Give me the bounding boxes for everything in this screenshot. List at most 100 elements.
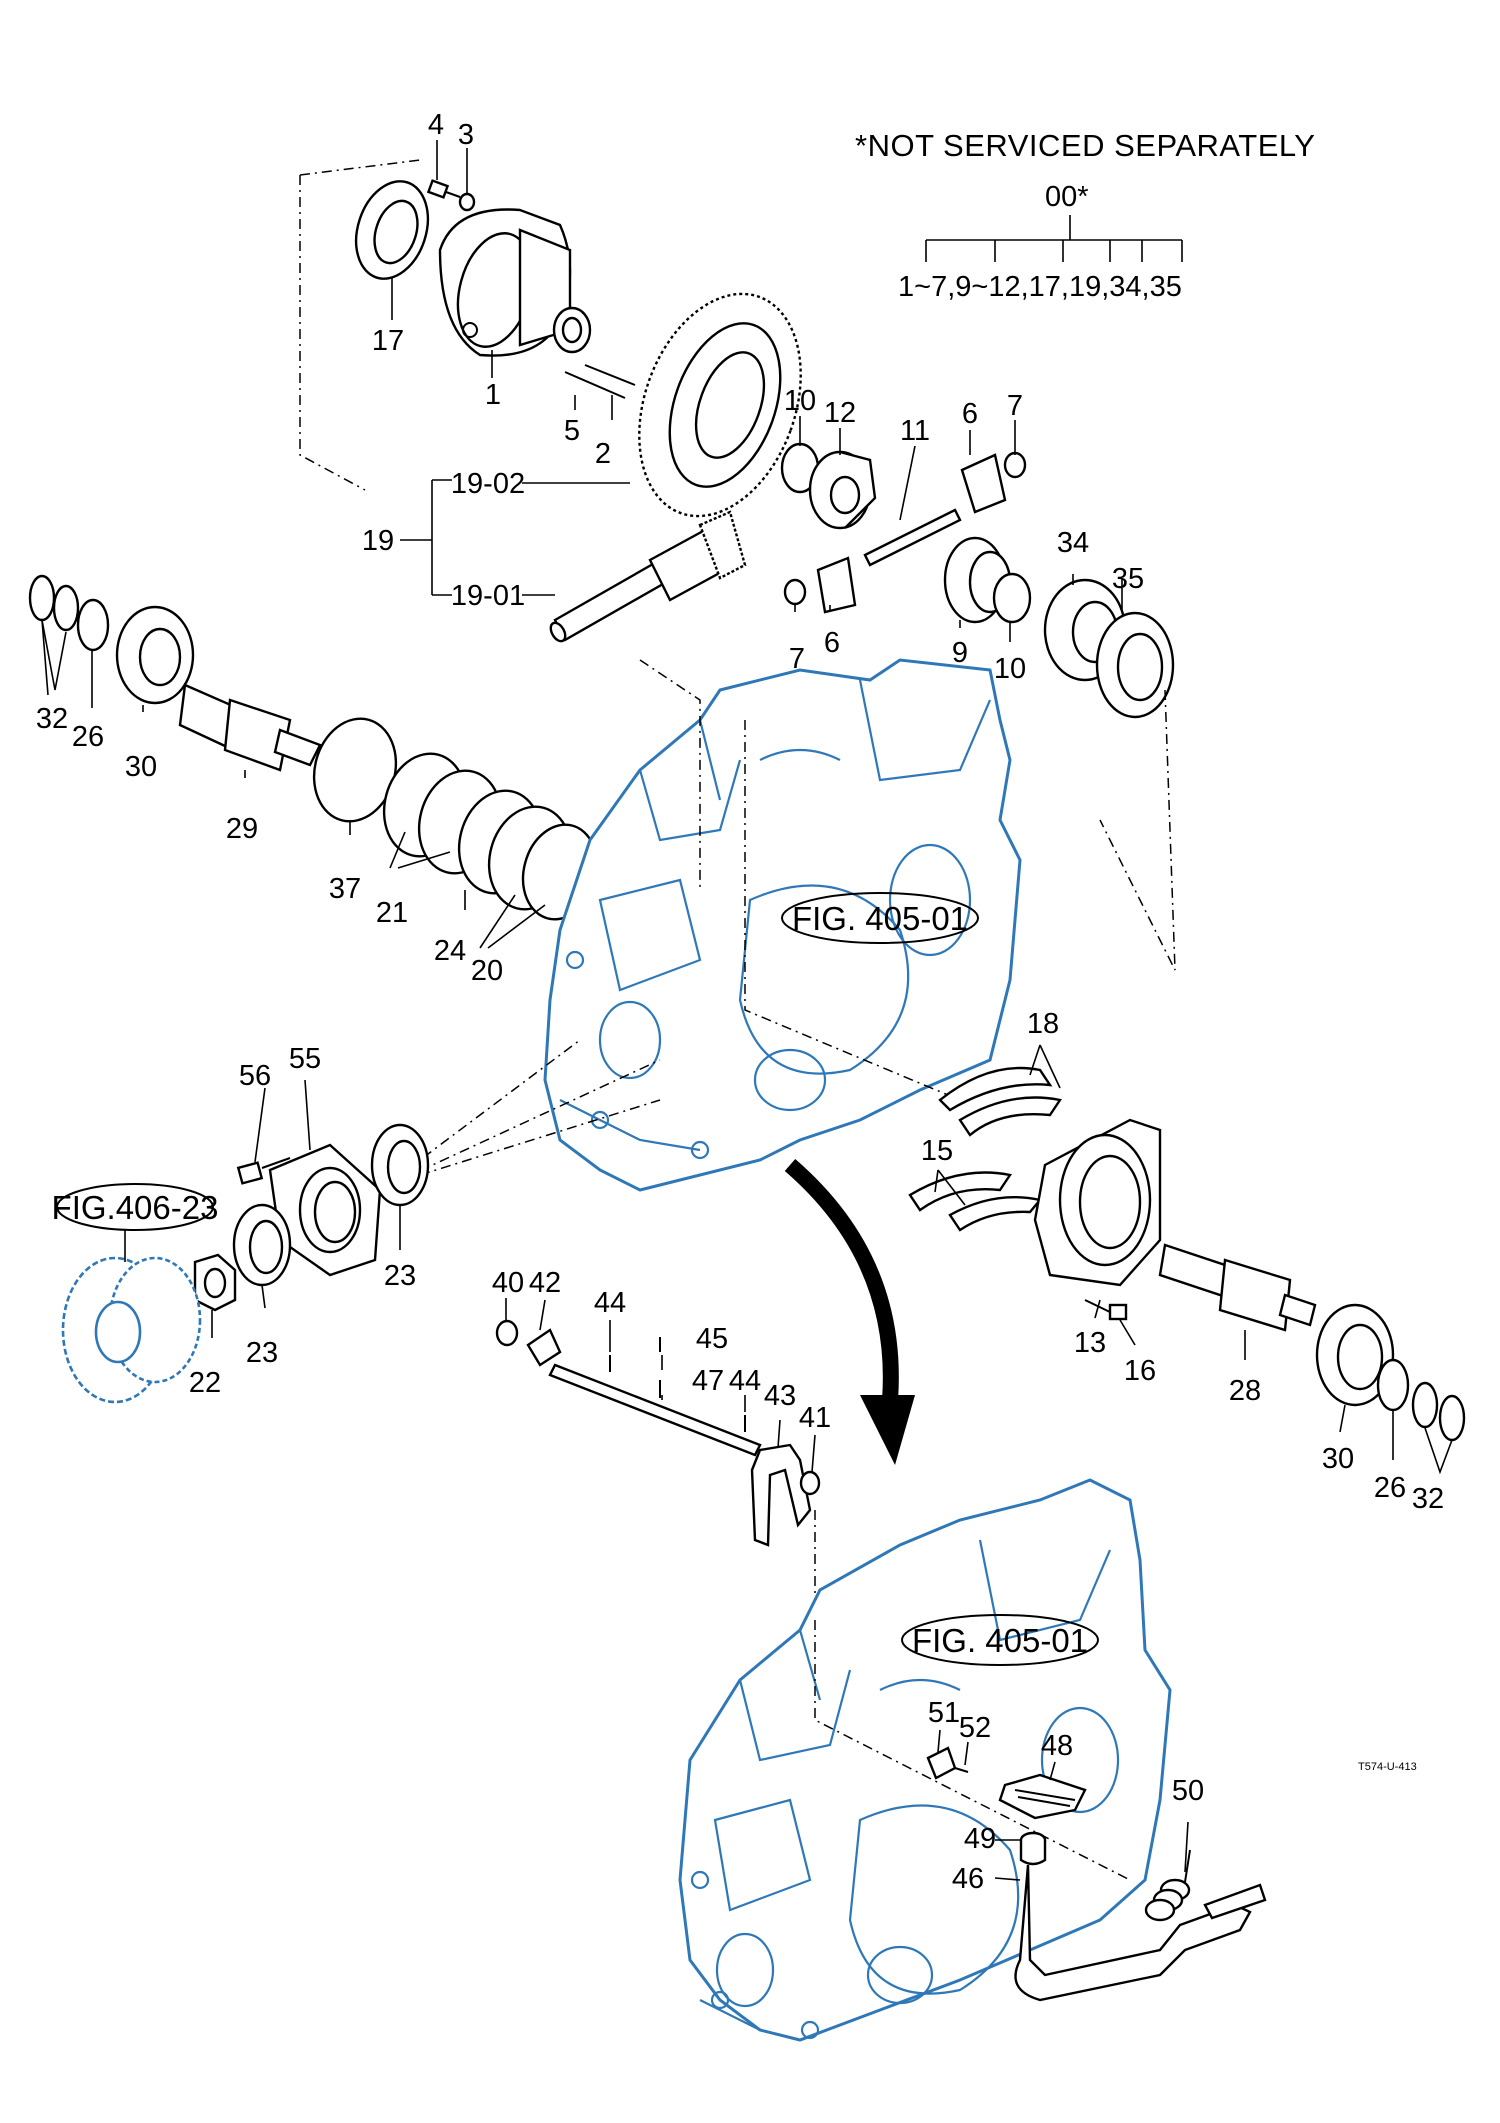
washer-3 — [458, 192, 476, 212]
callout-12: 12 — [824, 397, 856, 429]
pinion-shaft-19-01 — [549, 510, 747, 643]
callout-48: 48 — [1041, 1730, 1073, 1762]
callout-16: 16 — [1124, 1355, 1156, 1387]
pinion-gear-6b — [816, 556, 857, 614]
callout-19: 19 — [362, 525, 394, 557]
callout-55: 55 — [289, 1043, 321, 1075]
bracket-19 — [400, 479, 452, 596]
pedal-group — [926, 1746, 1267, 2002]
callout-15: 15 — [921, 1135, 953, 1167]
callout-32b: 32 — [1412, 1483, 1444, 1515]
diff-dash-right — [1099, 689, 1176, 971]
left-shaft-group — [28, 574, 599, 949]
plate-15b — [948, 1195, 1043, 1232]
callout-11: 11 — [900, 415, 930, 447]
fig-ref-gear: FIG.406-23 — [52, 1183, 219, 1262]
differential-case-1 — [438, 208, 592, 357]
shift-rod-group — [495, 1319, 821, 1610]
callout-46: 46 — [952, 1863, 984, 1895]
bearing-23a — [370, 1123, 430, 1207]
cover-13 — [1033, 1118, 1162, 1287]
callout-23a: 23 — [384, 1260, 416, 1292]
leader-21 — [389, 831, 451, 869]
plate-18b — [958, 1096, 1062, 1137]
thrust-washer-10b — [992, 572, 1032, 624]
callout-10a: 10 — [784, 385, 816, 417]
pin-5 — [564, 371, 626, 399]
install-arrow — [784, 1158, 915, 1465]
callout-56: 56 — [239, 1060, 271, 1092]
not-serviced-note: *NOT SERVICED SEPARATELY 00* 1~7,9~12,17… — [855, 128, 1316, 303]
bearing-30a — [115, 605, 195, 705]
leader-lines — [41, 140, 1394, 1881]
callout-20: 20 — [471, 955, 503, 987]
snap-ring-32b — [52, 584, 80, 632]
leader-32b — [1424, 1427, 1453, 1475]
shift-rod — [548, 1363, 762, 1457]
bearing-30b — [1315, 1303, 1395, 1407]
leader-20 — [479, 894, 546, 949]
callout-41: 41 — [799, 1402, 831, 1434]
callout-42: 42 — [529, 1267, 561, 1299]
callout-30a: 30 — [125, 751, 157, 783]
callout-44b: 44 — [729, 1365, 761, 1397]
bolt-16 — [1084, 1299, 1128, 1321]
callout-26a: 26 — [72, 721, 104, 753]
bearing-35 — [1095, 611, 1175, 719]
note-title: *NOT SERVICED SEPARATELY — [855, 128, 1316, 163]
upper-dash-lines — [639, 659, 961, 1101]
bearing-23b — [232, 1203, 292, 1287]
bushing-49 — [1019, 1831, 1047, 1866]
callout-30b: 30 — [1322, 1443, 1354, 1475]
callout-44a: 44 — [594, 1287, 626, 1319]
shim-26a — [76, 598, 110, 652]
callout-3: 3 — [458, 119, 474, 151]
callout-32a: 32 — [36, 703, 68, 735]
right-shaft-group — [1033, 1118, 1466, 1475]
nut-22 — [193, 1253, 237, 1312]
pin-52 — [954, 1767, 969, 1773]
fig-ref-upper: FIG. 405-01 — [781, 892, 979, 944]
callout-29: 29 — [226, 813, 258, 845]
pin-2 — [584, 364, 636, 386]
callout-18: 18 — [1027, 1008, 1059, 1040]
shift-fork-43 — [750, 1443, 812, 1547]
callout-19-01: 19-01 — [451, 580, 525, 612]
pivot-arm-50 — [1203, 1883, 1267, 1920]
transmission-case-lower — [678, 1478, 1172, 2042]
callout-22: 22 — [189, 1367, 221, 1399]
callout-34: 34 — [1057, 527, 1089, 559]
callout-45: 45 — [696, 1323, 728, 1355]
callout-1: 1 — [485, 379, 501, 411]
fig-ref-gear-label: FIG.406-23 — [52, 1189, 219, 1226]
callout-43: 43 — [764, 1380, 796, 1412]
differential-group — [299, 159, 1176, 971]
callout-4: 4 — [428, 109, 444, 141]
plate-15a — [908, 1171, 1012, 1212]
callout-28: 28 — [1229, 1375, 1261, 1407]
washer-7a — [1003, 451, 1027, 479]
snap-ring-32a — [28, 574, 56, 622]
callout-9: 9 — [952, 637, 968, 669]
snap-ring-32c — [1411, 1381, 1439, 1429]
washer-7b — [783, 578, 807, 606]
transmission-case-upper — [543, 658, 1022, 1192]
note-bracket — [925, 215, 1183, 262]
callout-10b: 10 — [994, 653, 1026, 685]
callout-26b: 26 — [1374, 1472, 1406, 1504]
spring-50 — [1144, 1849, 1191, 1922]
bolt-56 — [236, 1157, 291, 1185]
leader-15 — [934, 1169, 966, 1206]
pinion-gear-6a — [960, 453, 1007, 514]
pedal-rod-46 — [1014, 1864, 1252, 2002]
callout-7a: 7 — [1007, 390, 1023, 422]
callout-23b: 23 — [246, 1337, 278, 1369]
bearing-17 — [354, 180, 430, 280]
washer-40 — [495, 1319, 519, 1347]
callout-40: 40 — [492, 1267, 524, 1299]
ring-41 — [799, 1470, 821, 1496]
side-gear-12 — [808, 450, 877, 530]
callout-49: 49 — [964, 1823, 996, 1855]
bolt-4 — [426, 179, 461, 199]
